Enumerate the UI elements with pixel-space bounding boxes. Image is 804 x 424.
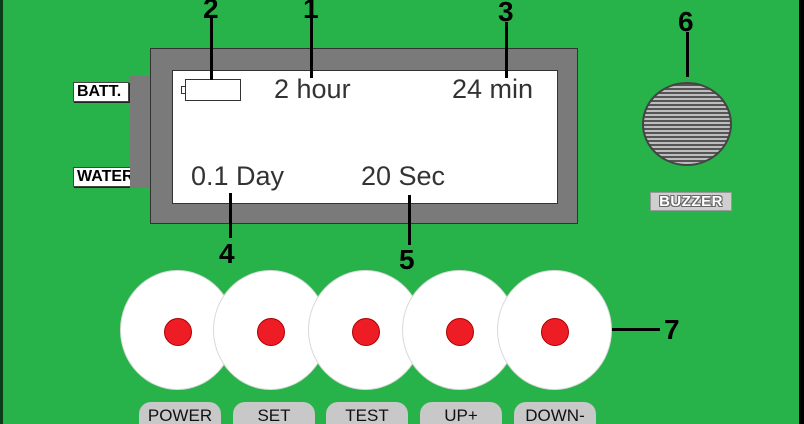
callout-line-3	[505, 22, 508, 78]
callout-number-2: 2	[203, 0, 219, 24]
display-frame-connector	[130, 76, 152, 188]
buzzer-speaker-icon	[642, 82, 732, 166]
lcd-seconds-readout: 20 Sec	[361, 161, 446, 191]
lcd-hours-readout: 2 hour	[274, 74, 351, 104]
callout-line-2	[210, 18, 213, 80]
callout-line-5	[408, 195, 411, 245]
callout-line-6	[686, 32, 689, 77]
power-button-label: POWER	[139, 402, 221, 424]
callout-number-6: 6	[678, 6, 694, 37]
callout-number-4: 4	[219, 238, 235, 269]
set-button-led-icon	[257, 318, 285, 346]
up-button-label: UP+	[420, 402, 502, 424]
lcd-days-readout: 0.1 Day	[191, 161, 285, 191]
batt-label: BATT.	[73, 82, 129, 102]
callout-number-3: 3	[498, 0, 514, 27]
down-button[interactable]	[497, 270, 612, 390]
callout-number-1: 1	[303, 0, 319, 24]
lcd-screen: 2 hour 24 min 0.1 Day 20 Sec	[172, 70, 558, 204]
buzzer-label: BUZZER	[650, 192, 732, 211]
callout-line-1	[310, 18, 313, 78]
power-button-led-icon	[164, 318, 192, 346]
callout-number-5: 5	[399, 244, 415, 275]
battery-icon	[181, 79, 241, 101]
lcd-minutes-readout: 24 min	[452, 74, 534, 104]
callout-line-4	[229, 193, 232, 238]
set-button-label: SET	[233, 402, 315, 424]
callout-line-7	[598, 328, 660, 331]
up-button-led-icon	[446, 318, 474, 346]
down-button-led-icon	[541, 318, 569, 346]
callout-number-7: 7	[664, 314, 680, 345]
test-button-label: TEST	[326, 402, 408, 424]
down-button-label: DOWN-	[514, 402, 596, 424]
test-button-led-icon	[352, 318, 380, 346]
